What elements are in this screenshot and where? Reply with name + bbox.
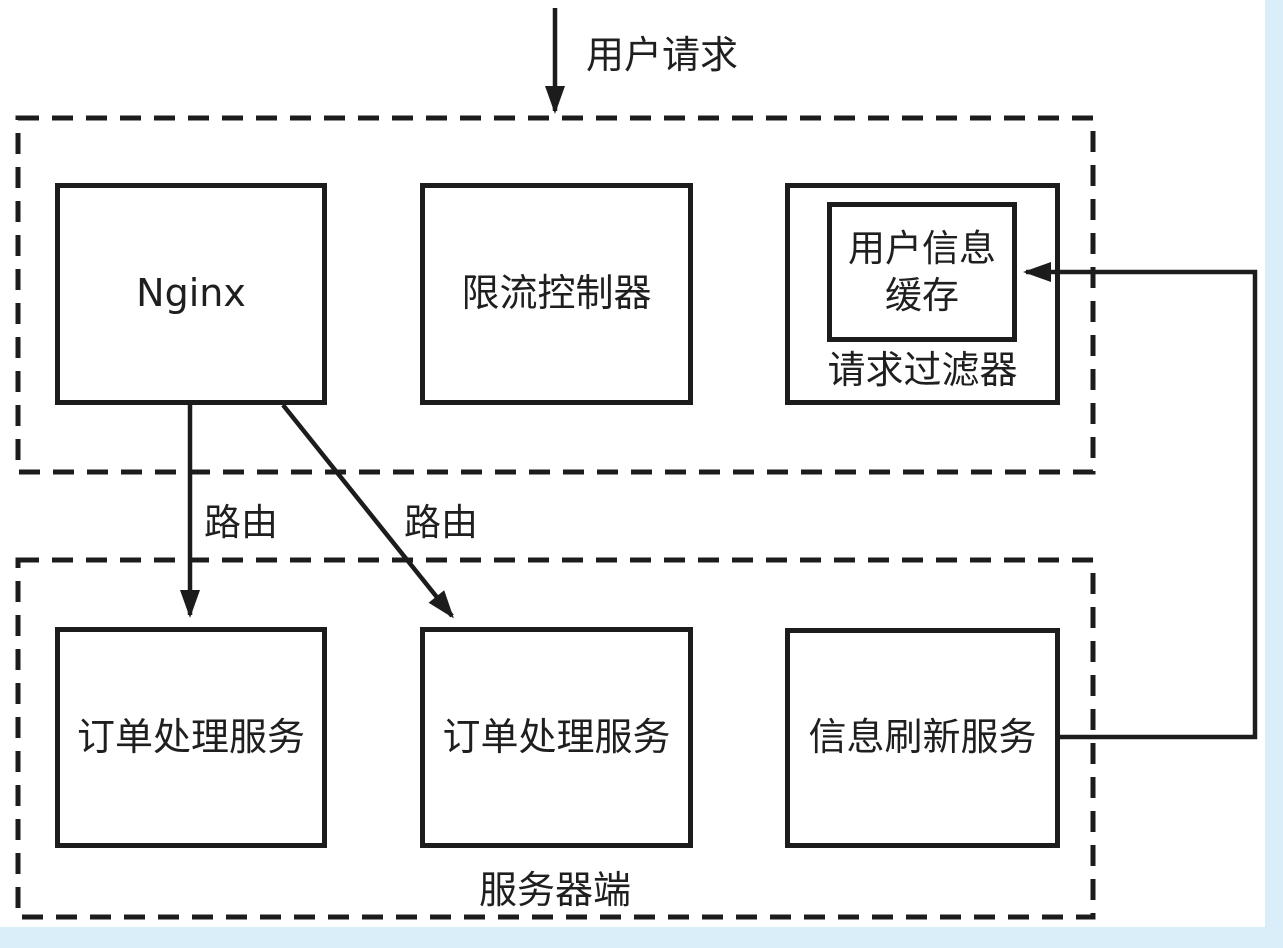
order-service-middle-node: 订单处理服务 bbox=[420, 627, 693, 848]
rate-limiter-node-label: 限流控制器 bbox=[461, 271, 652, 316]
request-filter-node: 用户信息 缓存 请求过滤器 bbox=[785, 183, 1060, 405]
server-side-container-label: 服务器端 bbox=[478, 868, 631, 912]
nginx-node: Nginx bbox=[55, 183, 327, 405]
user-request-arrow-label: 用户请求 bbox=[586, 33, 739, 77]
user-info-cache-label-line1: 用户信息 bbox=[848, 226, 996, 270]
order-service-left-label: 订单处理服务 bbox=[76, 714, 305, 759]
order-service-middle-label: 订单处理服务 bbox=[442, 714, 671, 759]
route-arrow-label-right: 路由 bbox=[404, 501, 478, 544]
nginx-node-label: Nginx bbox=[136, 271, 246, 316]
order-service-left-node: 订单处理服务 bbox=[55, 627, 327, 848]
info-refresh-service-label: 信息刷新服务 bbox=[808, 715, 1037, 760]
user-info-cache-label-line2: 缓存 bbox=[885, 274, 959, 317]
page-edge-strip-bottom bbox=[0, 927, 1283, 948]
route-arrow-label-left: 路由 bbox=[204, 501, 278, 544]
info-refresh-service-node: 信息刷新服务 bbox=[785, 628, 1060, 848]
page-edge-strip-right bbox=[1265, 0, 1283, 948]
rate-limiter-node: 限流控制器 bbox=[420, 183, 693, 405]
refresh-to-cache-arrow bbox=[1023, 262, 1258, 740]
user-info-cache-node: 用户信息 缓存 bbox=[827, 202, 1017, 342]
request-filter-node-label: 请求过滤器 bbox=[827, 348, 1018, 392]
